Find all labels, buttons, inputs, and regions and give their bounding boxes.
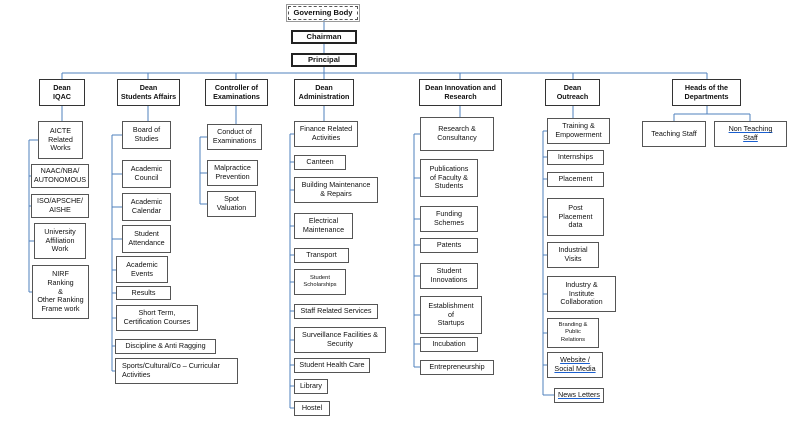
ir-publications: Publications of Faculty & Students <box>420 159 478 197</box>
ir-incubation: Incubation <box>420 337 478 352</box>
sa-results: Results <box>116 286 171 300</box>
out-industrial-visits: Industrial Visits <box>547 242 599 268</box>
dept-head-iqac: Dean IQAC <box>39 79 85 106</box>
hod-teaching-staff: Teaching Staff <box>642 121 706 147</box>
sa-student-attendance: Student Attendance <box>122 225 171 253</box>
iqac-nirf-ranking[interactable]: NIRF Ranking & Other Ranking Frame work <box>32 265 89 319</box>
sa-short-term-courses: Short Term, Certification Courses <box>116 305 198 331</box>
iqac-naac-nba-autonomous: NAAC/NBA/ AUTONOMOUS <box>31 164 89 188</box>
iqac-university-affiliation: University Affiliation Work <box>34 223 86 259</box>
iqac-iso-apsche-aishe: ISO/APSCHE/ AISHE <box>31 194 89 218</box>
adm-staff-related-services: Staff Related Services <box>294 304 378 319</box>
chairman-box: Chairman <box>291 30 357 44</box>
dept-head-hods: Heads of the Departments <box>672 79 741 106</box>
adm-finance-activities: Finance Related Activities <box>294 121 358 147</box>
adm-hostel: Hostel <box>294 401 330 416</box>
hod-non-teaching-staff[interactable]: Non Teaching Staff <box>714 121 787 147</box>
ir-research-consultancy: Research & Consultancy <box>420 117 494 151</box>
ir-student-innovations: Student Innovations <box>420 263 478 289</box>
out-industry-institute-collaboration: Industry & Institute Collaboration <box>547 276 616 312</box>
governing-body-box[interactable]: Governing Body <box>286 4 360 22</box>
sa-academic-council: Academic Council <box>122 160 171 188</box>
sa-sports-cultural-activities: Sports/Cultural/Co – Curricular Activiti… <box>115 358 238 384</box>
ir-establishment-of-startups: Establishment of Startups <box>420 296 482 334</box>
out-branding-public-relations: Branding & Public Relations <box>547 318 599 348</box>
out-internships: Internships <box>547 150 604 165</box>
ir-entrepreneurship: Entrepreneurship <box>420 360 494 375</box>
out-training-empowerment: Training & Empowerment <box>547 118 610 144</box>
ir-funding-schemes: Funding Schemes <box>420 206 478 232</box>
adm-electrical-maintenance: Electrical Maintenance <box>294 213 353 239</box>
coe-conduct-of-examinations: Conduct of Examinations <box>207 124 262 150</box>
sa-discipline-anti-ragging: Discipline & Anti Ragging <box>115 339 216 354</box>
iqac-aicte-related-works: AICTE Related Works <box>38 121 83 159</box>
sa-academic-events: Academic Events <box>116 256 168 283</box>
sa-academic-calendar: Academic Calendar <box>122 193 171 221</box>
coe-spot-valuation: Spot Valuation <box>207 191 256 217</box>
dept-head-students-affairs: Dean Students Affairs <box>117 79 180 106</box>
out-news-letters[interactable]: News Letters <box>554 388 604 403</box>
ir-patents: Patents <box>420 238 478 253</box>
dept-head-innovation-research: Dean Innovation and Research <box>419 79 502 106</box>
adm-library: Library <box>294 379 328 394</box>
out-placement: Placement <box>547 172 604 187</box>
out-post-placement-data: Post Placement data <box>547 198 604 236</box>
out-website-social-media[interactable]: Website / Social Media <box>547 352 603 378</box>
sa-board-of-studies: Board of Studies <box>122 121 171 149</box>
dept-head-examinations: Controller of Examinations <box>205 79 268 106</box>
adm-canteen: Canteen <box>294 155 346 170</box>
coe-malpractice-prevention: Malpractice Prevention <box>207 160 258 186</box>
adm-transport: Transport <box>294 248 349 263</box>
adm-surveillance-security: Surveillance Facilities & Security <box>294 327 386 353</box>
principal-box: Principal <box>291 53 357 67</box>
adm-student-scholarships: Student Scholarships <box>294 269 346 295</box>
adm-building-maintenance: Building Maintenance & Repairs <box>294 177 378 203</box>
dept-head-outreach: Dean Outreach <box>545 79 600 106</box>
dept-head-administration: Dean Administration <box>294 79 354 106</box>
adm-student-health-care: Student Health Care <box>294 358 370 373</box>
